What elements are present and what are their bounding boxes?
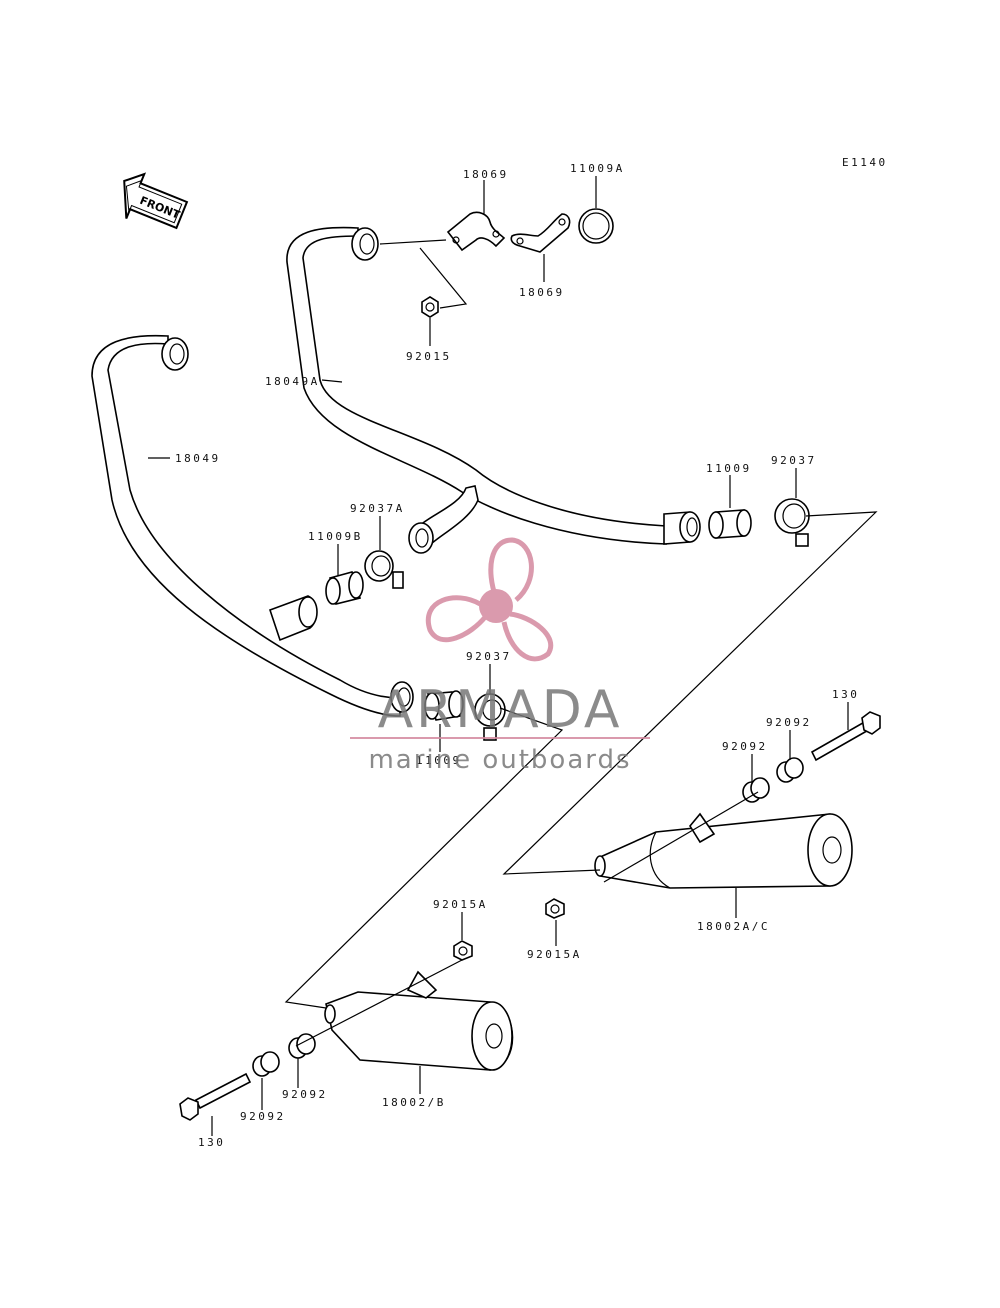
nut-92015A-right — [545, 898, 565, 919]
label-92015A-right: 92015A — [527, 948, 582, 961]
label-92092-r1: 92092 — [722, 740, 768, 753]
clamp-92037-right — [774, 498, 810, 547]
label-130-right: 130 — [832, 688, 859, 701]
propeller-logo-icon — [425, 537, 554, 662]
label-92015A-left: 92015A — [433, 898, 488, 911]
flange-18069-bottom — [510, 213, 571, 253]
label-92092-l2: 92092 — [240, 1110, 286, 1123]
gasket-11009A — [578, 208, 614, 244]
bolt-130-left — [179, 1072, 252, 1121]
label-11009A: 11009A — [570, 162, 625, 175]
clamp-92037A — [364, 550, 404, 589]
label-92037-right: 92037 — [771, 454, 817, 467]
armada-watermark: ARMADA marine outboards — [350, 537, 650, 775]
gasket-11009-mid — [424, 690, 464, 721]
bolt-130-right — [810, 711, 881, 762]
nut-92015 — [421, 296, 439, 318]
muffler-18002B — [324, 970, 514, 1071]
label-11009B: 11009B — [308, 530, 363, 543]
gasket-11009B — [325, 571, 364, 605]
collar-92092-l2 — [252, 1051, 280, 1077]
label-92037-mid: 92037 — [466, 650, 512, 663]
label-92037A: 92037A — [350, 502, 405, 515]
label-18069-top: 18069 — [463, 168, 509, 181]
label-18002AC: 18002A/C — [697, 920, 770, 933]
collar-92092-r2 — [776, 757, 804, 783]
label-18049A: 18049A — [265, 375, 320, 388]
leader-lines — [148, 176, 878, 1136]
watermark-brand: ARMADA — [378, 680, 623, 740]
exhaust-pipe-18049 — [91, 334, 414, 717]
label-11009-mid: 11009 — [416, 754, 462, 767]
exhaust-pipe-18049A — [286, 226, 701, 554]
diagram-code: E1140 — [842, 156, 888, 169]
label-92092-l1: 92092 — [282, 1088, 328, 1101]
label-18049: 18049 — [175, 452, 221, 465]
label-18069-bottom: 18069 — [519, 286, 565, 299]
label-130-left: 130 — [198, 1136, 225, 1149]
label-11009-right: 11009 — [706, 462, 752, 475]
gasket-11009-right — [708, 509, 752, 539]
nut-92015A-left — [453, 940, 473, 961]
part-labels: 18069 18069 11009A 92015 18049A 18049 11… — [175, 162, 859, 1149]
muffler-18002AC — [594, 812, 853, 889]
watermark-tagline: marine outboards — [368, 745, 631, 775]
label-92015: 92015 — [406, 350, 452, 363]
label-92092-r2: 92092 — [766, 716, 812, 729]
label-18002B: 18002/B — [382, 1096, 446, 1109]
front-arrow-icon: FRONT — [123, 172, 189, 230]
